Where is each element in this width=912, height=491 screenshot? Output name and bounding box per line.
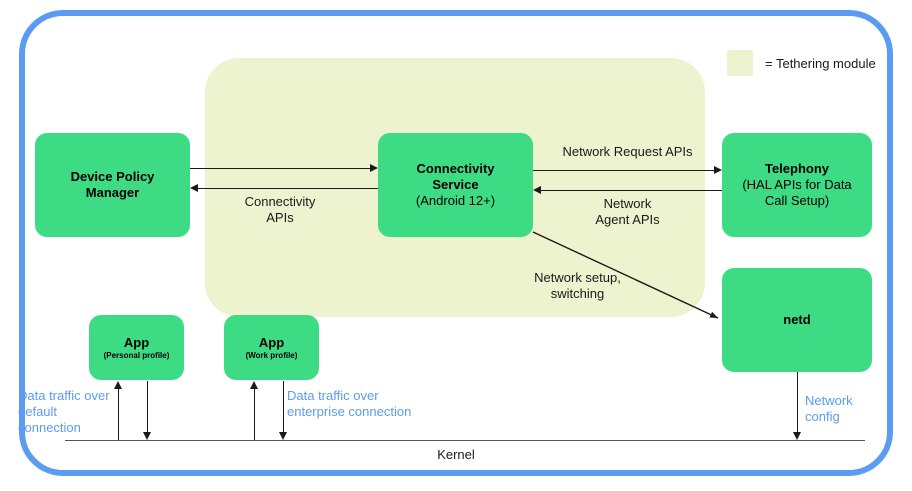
node-app-personal-profile-subtitle: (Personal profile): [103, 350, 170, 360]
node-connectivity-service-title-line2: Service: [432, 177, 479, 192]
node-telephony-subtitle-line2: Call Setup): [764, 193, 830, 208]
edge-cs-to-dpm-arrowhead: [190, 183, 198, 192]
edge-label-network-request-apis: Network Request APIs: [562, 144, 693, 159]
node-connectivity-service-subtitle: (Android 12+): [415, 193, 496, 208]
edge-app-work-to-kernel-arrowhead: [278, 432, 287, 440]
edge-label-data-traffic-default: Data traffic over default connection: [18, 388, 110, 435]
node-telephony[interactable]: Telephony (HAL APIs for Data Call Setup): [722, 133, 872, 237]
legend-swatch-tethering: [727, 50, 753, 76]
edge-kernel-to-app-work-arrowhead: [249, 381, 258, 389]
node-netd[interactable]: netd: [722, 268, 872, 372]
node-device-policy-manager-title-line1: Device Policy: [70, 169, 155, 184]
edge-app-work-to-kernel-line: [283, 381, 284, 432]
edge-netd-to-kernel-arrowhead: [792, 432, 801, 440]
edge-label-network-agent-apis: Network Agent APIs: [595, 196, 660, 227]
edge-telephony-to-cs-line: [541, 190, 722, 191]
edge-dpm-to-cs-arrowhead: [370, 163, 378, 172]
kernel-line: [65, 440, 865, 441]
edge-app-personal-to-kernel-line: [147, 381, 148, 432]
edge-cs-to-telephony-line: [533, 170, 714, 171]
node-connectivity-service[interactable]: Connectivity Service (Android 12+): [378, 133, 533, 237]
edge-kernel-to-app-work-line: [254, 389, 255, 440]
node-telephony-title: Telephony: [764, 161, 830, 176]
edge-netd-to-kernel-line: [797, 372, 798, 432]
node-netd-title: netd: [783, 312, 811, 327]
legend-label-tethering: = Tethering module: [765, 55, 876, 71]
node-app-personal-profile[interactable]: App (Personal profile): [89, 315, 184, 380]
edge-telephony-to-cs-arrowhead: [533, 185, 541, 194]
device-frame-border: [19, 10, 893, 476]
node-telephony-subtitle-line1: (HAL APIs for Data: [742, 177, 852, 192]
edge-label-data-traffic-enterprise: Data traffic over enterprise connection: [287, 388, 412, 419]
node-app-work-profile-subtitle: (Work profile): [245, 350, 298, 360]
edge-app-personal-to-kernel-arrowhead: [142, 432, 151, 440]
edge-kernel-to-app-personal-arrowhead: [113, 381, 122, 389]
edge-kernel-to-app-personal-line: [118, 389, 119, 440]
edge-dpm-to-cs-line: [190, 168, 370, 169]
node-app-personal-profile-title: App: [123, 334, 150, 350]
node-connectivity-service-title-line1: Connectivity: [416, 161, 495, 176]
node-app-work-profile-title: App: [258, 334, 285, 350]
edge-label-network-setup-switching: Network setup, switching: [534, 270, 621, 301]
edge-label-network-config: Network config: [805, 393, 853, 424]
legend: = Tethering module: [727, 50, 876, 76]
node-device-policy-manager[interactable]: Device Policy Manager: [35, 133, 190, 237]
node-app-work-profile[interactable]: App (Work profile): [224, 315, 319, 380]
edge-cs-to-dpm-line: [198, 188, 378, 189]
node-device-policy-manager-title-line2: Manager: [85, 185, 140, 200]
kernel-label: Kernel: [437, 447, 475, 462]
edge-cs-to-telephony-arrowhead: [714, 165, 722, 174]
edge-label-connectivity-apis: Connectivity APIs: [244, 194, 316, 225]
